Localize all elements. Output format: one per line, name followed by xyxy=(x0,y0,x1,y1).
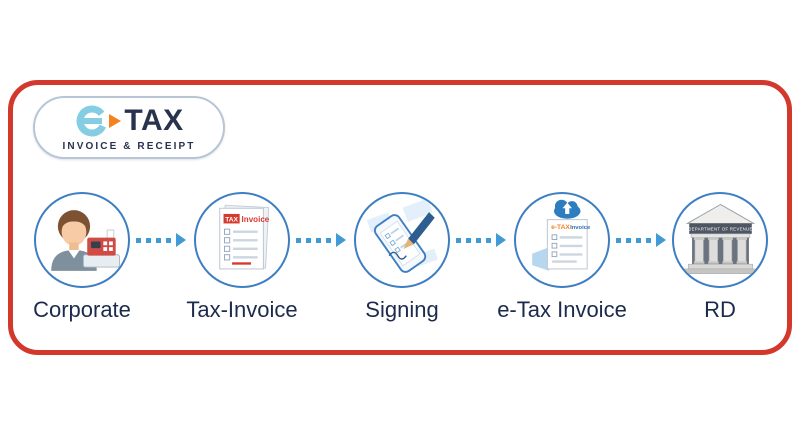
etax-logo-e-arrow-icon xyxy=(76,105,122,136)
step-label-corporate: Corporate xyxy=(33,297,131,322)
etax-cloud-document-icon: e-TAX Invoice xyxy=(531,199,591,271)
etax-logo-tax-text: TAX xyxy=(124,103,184,137)
step-circle-rd: DEPARTMENT OF REVENUE xyxy=(672,192,768,288)
arrow-head-icon xyxy=(176,233,186,247)
step-circle-signing xyxy=(354,192,450,288)
flow-arrow-4 xyxy=(616,233,666,247)
arrow-head-icon xyxy=(656,233,666,247)
tax-doc-header-invoice: Invoice xyxy=(241,215,269,224)
building-banner-text: DEPARTMENT OF REVENUE xyxy=(688,226,752,231)
etax-logo-subtitle: INVOICE & RECEIPT xyxy=(62,140,196,152)
step-label-etax-invoice: e-Tax Invoice xyxy=(497,297,627,322)
arrow-head-icon xyxy=(496,233,506,247)
flow-arrow-1 xyxy=(136,233,186,247)
arrow-dotted-line xyxy=(456,237,496,243)
tax-invoice-document-icon: TAX Invoice xyxy=(218,204,269,269)
step-circle-etax-invoice: e-TAX Invoice xyxy=(514,192,610,288)
arrow-head-icon xyxy=(336,233,346,247)
corporate-pos-icon xyxy=(50,209,120,271)
flow-arrow-3 xyxy=(456,233,506,247)
etax-doc-header-invoice: Invoice xyxy=(570,225,591,231)
tax-doc-header-tax: TAX xyxy=(225,216,238,223)
step-circle-tax-invoice: TAX Invoice xyxy=(194,192,290,288)
arrow-dotted-line xyxy=(616,237,656,243)
step-circle-corporate xyxy=(34,192,130,288)
etax-logo-wordmark: TAX xyxy=(74,104,183,138)
etax-logo: TAX INVOICE & RECEIPT xyxy=(33,96,225,159)
revenue-department-building-icon: DEPARTMENT OF REVENUE xyxy=(683,203,757,274)
step-label-rd: RD xyxy=(704,297,736,322)
phone-signing-icon xyxy=(366,198,438,273)
arrow-dotted-line xyxy=(136,237,176,243)
step-label-signing: Signing xyxy=(365,297,439,322)
flow-arrow-2 xyxy=(296,233,346,247)
arrow-dotted-line xyxy=(296,237,336,243)
etax-doc-header-etax: e-TAX xyxy=(551,224,570,231)
step-label-tax-invoice: Tax-Invoice xyxy=(186,297,298,322)
cloud-upload-icon xyxy=(553,199,581,219)
